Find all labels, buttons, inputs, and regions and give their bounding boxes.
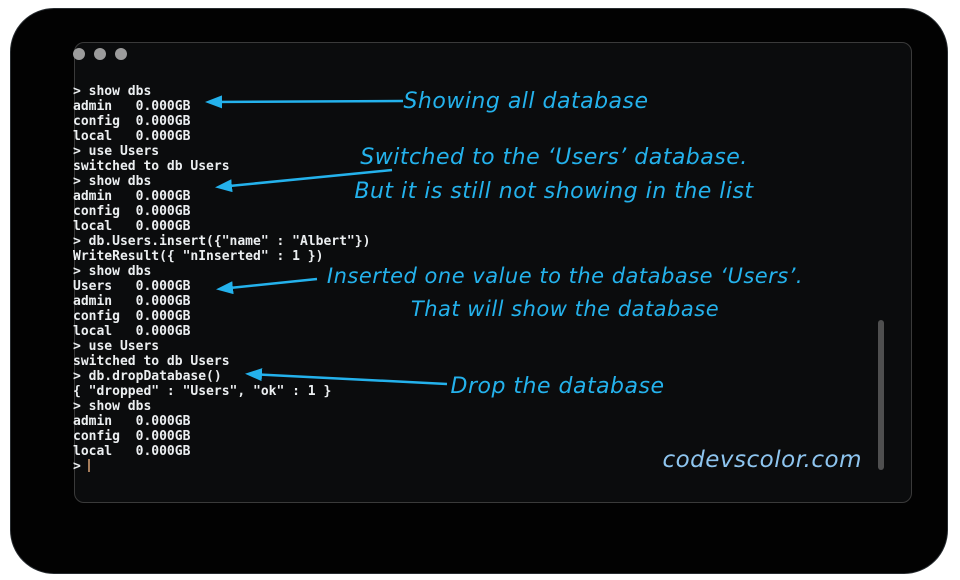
terminal-window[interactable]: [74, 42, 912, 503]
terminal-line: { "dropped" : "Users", "ok" : 1 }: [73, 384, 332, 399]
terminal-line: admin 0.000GB: [73, 414, 191, 429]
terminal-line: > db.dropDatabase(): [73, 369, 222, 384]
terminal-line: local 0.000GB: [73, 324, 191, 339]
terminal-line: config 0.000GB: [73, 204, 191, 219]
terminal-line: admin 0.000GB: [73, 294, 191, 309]
window-frame: [10, 8, 948, 574]
terminal-line: WriteResult({ "nInserted" : 1 }): [73, 249, 324, 264]
terminal-line: Users 0.000GB: [73, 279, 191, 294]
terminal-line: > db.Users.insert({"name" : "Albert"}): [73, 234, 371, 249]
terminal-line: >: [73, 459, 370, 474]
terminal-line: switched to db Users: [73, 354, 230, 369]
annotation-line: But it is still not showing in the list: [354, 179, 754, 204]
terminal-line: local 0.000GB: [73, 444, 191, 459]
annotation-showing-all: Showing all database: [403, 85, 649, 118]
window-control-dot-2[interactable]: [94, 48, 106, 60]
annotation-line: Drop the database: [450, 374, 665, 399]
terminal-line: config 0.000GB: [73, 309, 191, 324]
window-control-dot-3[interactable]: [115, 48, 127, 60]
terminal-line: switched to db Users: [73, 159, 230, 174]
terminal-line: > show dbs: [73, 264, 152, 279]
terminal-line: config 0.000GB: [73, 429, 191, 444]
terminal-cursor: [87, 459, 90, 472]
terminal-line: > show dbs: [73, 399, 152, 414]
terminal-line: local 0.000GB: [73, 219, 191, 234]
annotation-line: Showing all database: [403, 89, 649, 114]
scrollbar-thumb[interactable]: [878, 320, 884, 470]
annotation-line: Inserted one value to the database ‘User…: [326, 264, 804, 288]
watermark: codevscolor.com: [662, 447, 862, 473]
terminal-line: admin 0.000GB: [73, 99, 191, 114]
annotation-switched: Switched to the ‘Users’ database. But it…: [333, 141, 775, 209]
annotation-drop: Drop the database: [450, 370, 665, 403]
annotation-inserted: Inserted one value to the database ‘User…: [323, 260, 807, 326]
window-control-dot-1[interactable]: [73, 48, 85, 60]
annotation-line: That will show the database: [410, 297, 720, 321]
terminal-line: config 0.000GB: [73, 114, 191, 129]
terminal-line: admin 0.000GB: [73, 189, 191, 204]
terminal-line: > show dbs: [73, 84, 152, 99]
terminal-line: > use Users: [73, 339, 160, 354]
annotation-line: Switched to the ‘Users’ database.: [360, 145, 748, 170]
terminal-line: > use Users: [73, 144, 160, 159]
window-controls: [73, 48, 127, 60]
terminal-line: local 0.000GB: [73, 129, 191, 144]
terminal-line: > show dbs: [73, 174, 152, 189]
